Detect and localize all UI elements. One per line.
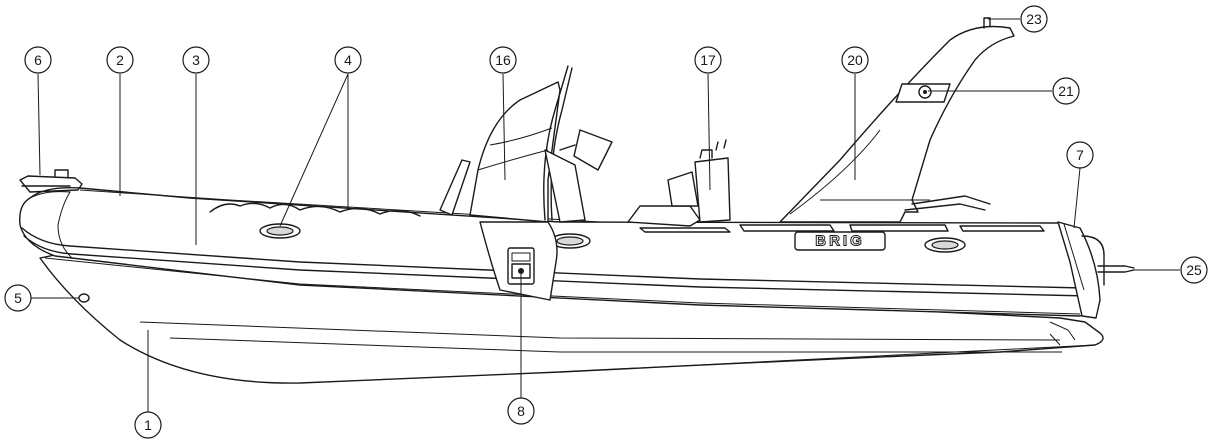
- deck-pads: [639, 224, 1045, 233]
- callout-21-label: 21: [1058, 83, 1074, 99]
- callout-8-label: 8: [517, 403, 525, 419]
- callout-3: 3: [182, 46, 210, 74]
- tube: [19, 187, 1101, 319]
- callout-5-label: 5: [14, 290, 22, 306]
- stern-fittings: [1081, 235, 1135, 286]
- callout-16: 16: [489, 46, 517, 74]
- callout-8: 8: [507, 397, 535, 425]
- bow-rail: [19, 169, 83, 193]
- leader-lines: [31, 18, 1180, 412]
- callout-25-label: 25: [1186, 262, 1202, 278]
- callout-20: 20: [841, 46, 869, 74]
- hatches: [259, 223, 966, 253]
- tube-handholds: [209, 202, 421, 217]
- callout-17-label: 17: [700, 52, 716, 68]
- callout-4: 4: [334, 46, 362, 74]
- callout-2-label: 2: [116, 52, 124, 68]
- callout-25: 25: [1180, 256, 1208, 284]
- brand-text: BRIG: [815, 233, 865, 250]
- callout-1: 1: [134, 411, 162, 439]
- callout-4-label: 4: [344, 52, 352, 68]
- brand-plate: BRIG: [794, 231, 886, 251]
- callout-16-label: 16: [495, 52, 511, 68]
- callout-3-label: 3: [192, 52, 200, 68]
- callout-20-label: 20: [847, 52, 863, 68]
- callout-1-label: 1: [144, 417, 152, 433]
- callout-2: 2: [106, 46, 134, 74]
- callout-23-label: 23: [1026, 11, 1042, 27]
- seat: [627, 139, 731, 227]
- arch: [779, 17, 1015, 223]
- callout-17: 17: [694, 46, 722, 74]
- callout-7: 7: [1066, 141, 1094, 169]
- bow-cleat: [78, 293, 90, 303]
- callout-23: 23: [1020, 5, 1048, 33]
- callout-5: 5: [4, 284, 32, 312]
- callout-6: 6: [24, 46, 52, 74]
- callout-6-label: 6: [34, 52, 42, 68]
- callout-21: 21: [1052, 77, 1080, 105]
- callout-7-label: 7: [1076, 147, 1084, 163]
- console: [439, 65, 613, 301]
